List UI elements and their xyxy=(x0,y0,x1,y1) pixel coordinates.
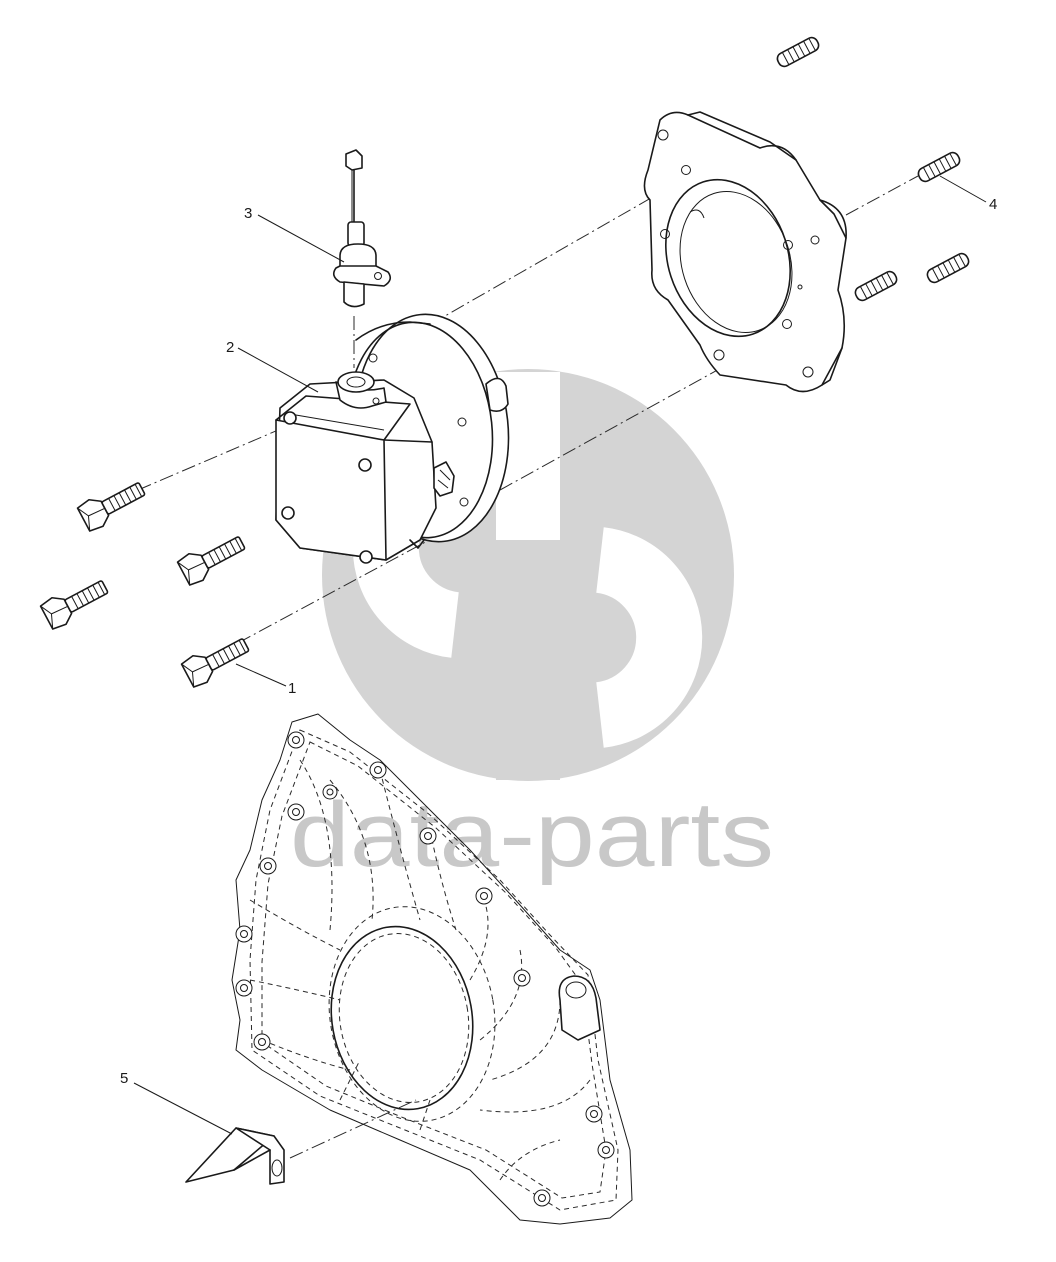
axis-upper-plate xyxy=(409,189,666,337)
callout-label-3: 3 xyxy=(244,205,252,222)
adapter-plate xyxy=(643,111,847,393)
leader-2 xyxy=(237,347,319,393)
callout-label-1: 1 xyxy=(288,680,296,697)
speed-sensor-icon xyxy=(332,149,392,308)
leader-1 xyxy=(235,663,287,687)
leader-5 xyxy=(133,1082,233,1135)
pump-assembly-icon xyxy=(275,313,510,564)
axis-stud xyxy=(845,175,919,216)
callout-label-4: 4 xyxy=(989,196,997,213)
callout-label-2: 2 xyxy=(226,339,234,356)
axis-bracket xyxy=(289,1099,417,1159)
leader-3 xyxy=(257,214,345,263)
bracket-icon xyxy=(185,1127,285,1185)
engine-housing xyxy=(231,713,633,1225)
stud-icon xyxy=(776,36,970,302)
watermark-arc-right xyxy=(594,527,703,748)
leader-4 xyxy=(939,175,987,203)
watermark-stem-bottom xyxy=(496,540,560,780)
callout-label-5: 5 xyxy=(120,1070,128,1087)
hex-bolt-icon xyxy=(39,482,250,688)
callouts: 1 2 3 4 5 xyxy=(120,175,997,1135)
